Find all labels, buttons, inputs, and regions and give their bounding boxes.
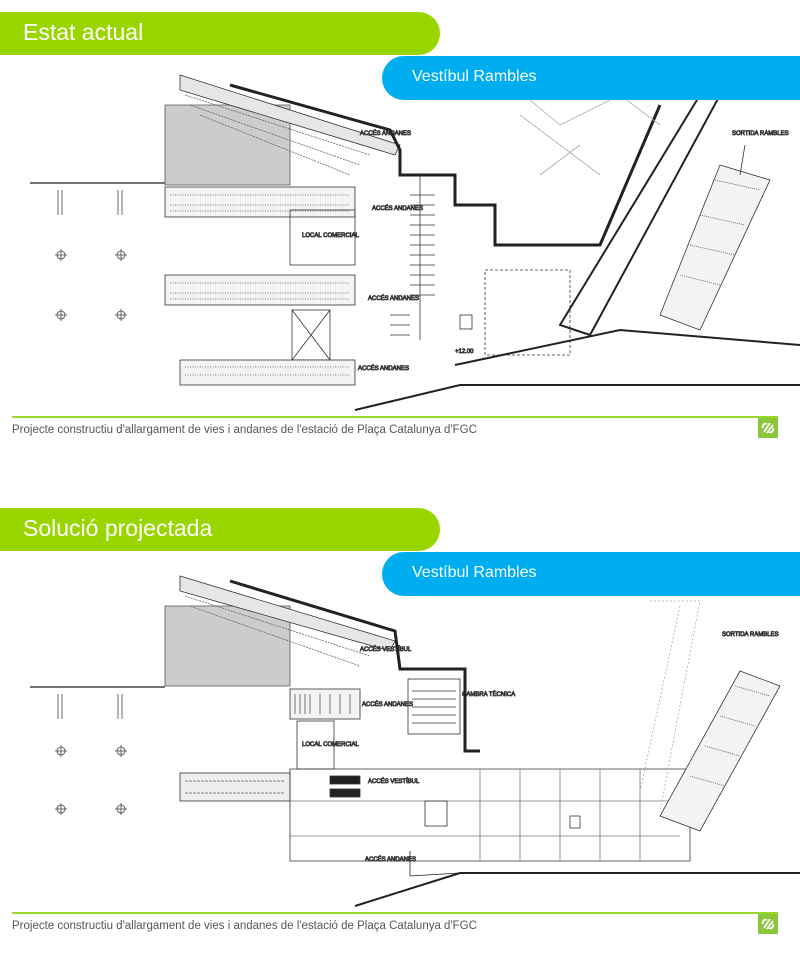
fgc-logo-icon: [758, 914, 778, 934]
fgc-logo-icon: [758, 418, 778, 438]
plan-label-acces-andanes: ACCÉS ANDANES: [358, 365, 409, 372]
plan-label-acces-andanes: ACCÉS ANDANES: [362, 701, 413, 708]
subtitle: Vestíbul Rambles: [412, 564, 537, 581]
plan-label-acces-andanes: ACCÉS ANDANES: [365, 856, 416, 863]
plan-label-sortida-rambles: SORTIDA RAMBLES: [732, 131, 789, 137]
plan-label-acces-andanes: ACCÉS ANDANES: [360, 130, 411, 137]
footer-text: Projecte constructiu d'allargament de vi…: [12, 920, 477, 932]
section-title: Estat actual: [23, 19, 144, 45]
plan-label-cambra-tecnica: CAMBRA TÈCNICA: [462, 691, 515, 698]
floor-plan-current: LOCAL COMERCIAL ACCÉS ANDANES ACCÉS ANDA…: [30, 74, 800, 411]
plan-label-level: +12.00: [455, 349, 474, 355]
plan-label-local-comercial: LOCAL COMERCIAL: [302, 742, 359, 748]
plan-label-sortida-rambles: SORTIDA RAMBLES: [722, 632, 779, 638]
plan-label-acces-vestibul: ACCÉS VESTÍBUL: [368, 778, 420, 785]
subtitle-banner: Vestíbul Rambles: [382, 552, 800, 596]
section-title: Solució projectada: [23, 515, 213, 541]
footer-divider: [12, 416, 778, 418]
subtitle: Vestíbul Rambles: [412, 68, 537, 85]
section-title-banner: Estat actual: [0, 12, 440, 55]
plan-label-local-comercial: LOCAL COMERCIAL: [302, 233, 359, 239]
slide-solucio-projectada: Solució projectada Vestíbul Rambles ACCÉ…: [0, 496, 800, 966]
footer-divider: [12, 912, 778, 914]
section-title-banner: Solució projectada: [0, 508, 440, 551]
plan-label-acces-andanes: ACCÉS ANDANES: [372, 205, 423, 212]
plan-label-acces-andanes: ACCÉS ANDANES: [368, 295, 419, 302]
plan-label-acces-vestibul: ACCÉS VESTÍBUL: [360, 646, 412, 653]
floor-plan-proposed: ACCÉS VESTÍBUL ACCÉS ANDANES LOCAL COMER…: [30, 575, 800, 907]
footer-text: Projecte constructiu d'allargament de vi…: [12, 424, 477, 436]
subtitle-banner: Vestíbul Rambles: [382, 56, 800, 100]
slide-estat-actual: Estat actual Vestíbul Rambles LOCAL COME…: [0, 0, 800, 470]
